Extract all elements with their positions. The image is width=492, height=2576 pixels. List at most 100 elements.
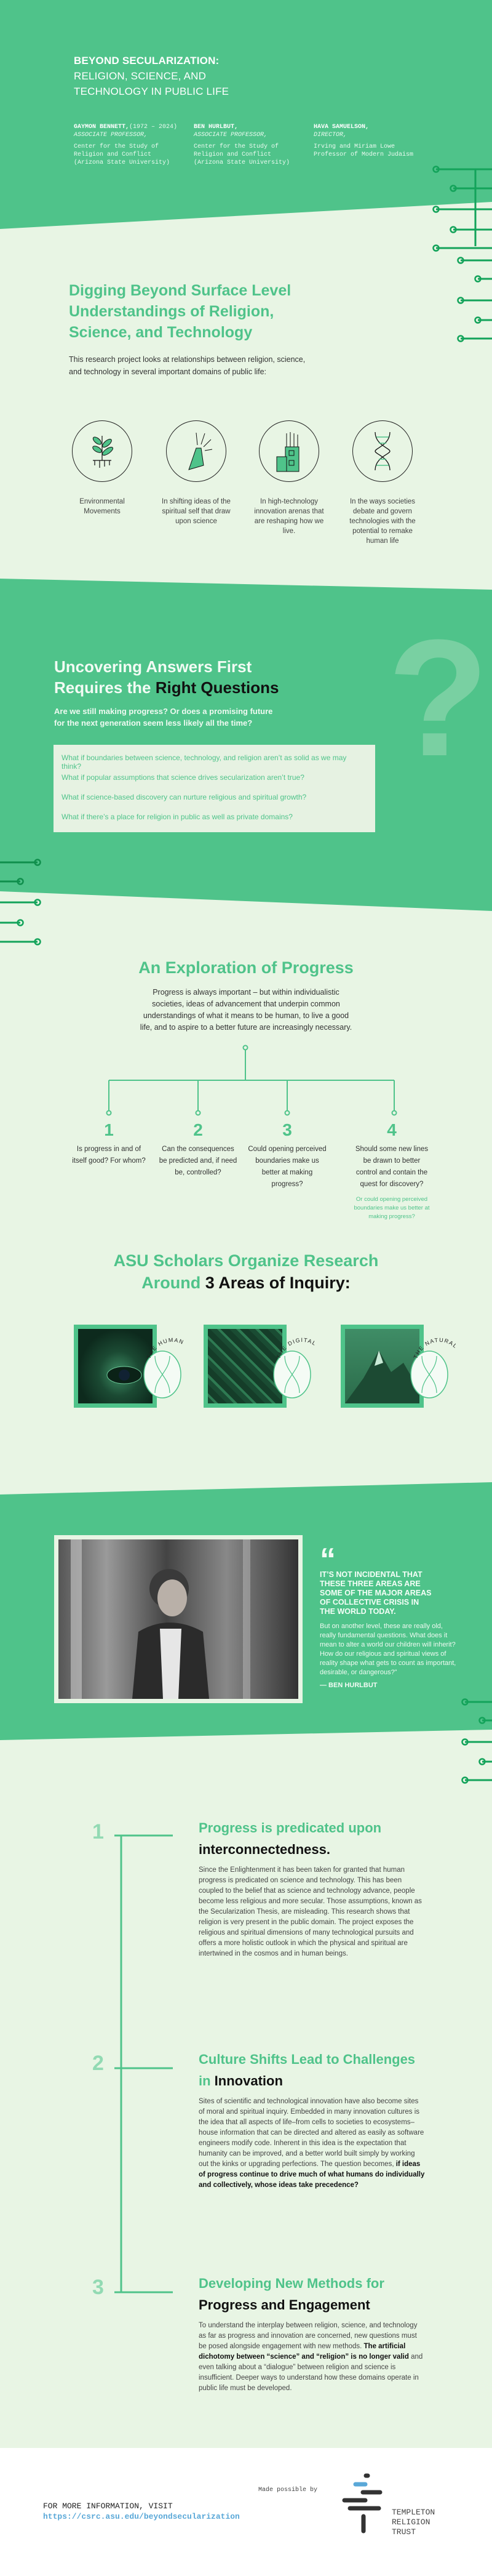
intro-line: This research project looks at relations… (69, 355, 306, 364)
circuit-node (432, 244, 492, 252)
body-emphasis: The artificial dichotomy between “scienc… (199, 2343, 409, 2361)
circuit-node (457, 335, 492, 342)
heading-line: Around (141, 1274, 205, 1292)
domain-item: Environmental Movements (62, 420, 142, 516)
timeline-line (114, 1834, 173, 2293)
circuit-node (478, 1717, 492, 1724)
headline-line: THESE THREE AREAS ARE (320, 1579, 421, 1588)
area-image-human (74, 1325, 157, 1408)
body-text: To understand the interplay between reli… (199, 2322, 418, 2350)
circuit-node (450, 185, 492, 192)
quote-headline: IT’S NOT INCIDENTAL THAT THESE THREE ARE… (320, 1570, 432, 1616)
heading-line: Science, and Technology (69, 324, 253, 341)
questions-subtitle: Are we still making progress? Or does a … (54, 705, 272, 729)
sponsor-line: RELIGION (392, 2518, 430, 2527)
author-role: DIRECTOR, (314, 132, 347, 138)
page-title: BEYOND SECULARIZATION: RELIGION, SCIENCE… (74, 53, 229, 99)
sponsor-line: TRUST (392, 2527, 416, 2537)
author-card: BEN HURLBUT,ASSOCIATE PROFESSOR,Center f… (194, 123, 311, 167)
quote-mark-icon: “ (320, 1542, 336, 1578)
finding-number: 1 (92, 1820, 104, 1844)
circuit-node (0, 859, 41, 866)
title-highlight: interconnectedness. (199, 1842, 330, 1857)
digging-intro: This research project looks at relations… (69, 353, 305, 378)
plant-circuit-icon (72, 420, 132, 482)
area-image-natural (341, 1325, 424, 1408)
author-affiliation: Center for the Study of (194, 143, 279, 150)
finding-section: Progress is predicated upon interconnect… (199, 1817, 426, 1959)
circuit-node (0, 878, 24, 885)
domain-item: In the ways societies debate and govern … (343, 420, 423, 546)
circuit-node (0, 938, 41, 945)
finding-section: Developing New Methods for Progress and … (199, 2273, 426, 2394)
circuit-node (461, 1776, 492, 1784)
finding-body: Since the Enlightenment it has been take… (199, 1865, 426, 1959)
author-name: HAVA SAMUELSON, (314, 124, 370, 130)
circuit-node (0, 899, 41, 906)
author-affiliation: (Arizona State University) (194, 159, 290, 166)
circuit-node (457, 257, 492, 264)
heading-highlight: Right Questions (155, 678, 279, 697)
building-circuit-icon (259, 420, 319, 482)
tree-node (242, 1045, 248, 1051)
question-item: What if popular assumptions that science… (62, 773, 304, 782)
author-role: ASSOCIATE PROFESSOR, (74, 132, 148, 138)
headline-line: THE WORLD TODAY. (320, 1607, 396, 1616)
circuit-node (457, 297, 492, 304)
circuit-node (461, 1738, 492, 1746)
author-dates: (1972 – 2024) (129, 124, 178, 130)
question-number: 3 (282, 1120, 292, 1139)
heading-highlight: 3 Areas of Inquiry: (205, 1274, 351, 1292)
question-number: 2 (193, 1120, 203, 1139)
questions-heading: Uncovering Answers First Requires the Ri… (54, 656, 279, 698)
heading-line: Uncovering Answers First (54, 657, 252, 676)
question-item: What if boundaries between science, tech… (62, 753, 347, 771)
heading-line: Digging Beyond Surface Level (69, 282, 292, 299)
finding-number: 3 (92, 2276, 104, 2299)
progress-heading: An Exploration of Progress (138, 958, 354, 977)
heading-line: ASU Scholars Organize Research (113, 1251, 379, 1270)
subtitle-line: for the next generation seem less likely… (54, 718, 253, 728)
author-affiliation: Irving and Miriam Lowe (314, 143, 395, 150)
domain-item: In shifting ideas of the spiritual self … (156, 420, 236, 526)
question-text: Is progress in and of itself good? For w… (72, 1146, 146, 1165)
subtitle-line: Are we still making progress? Or does a … (54, 707, 273, 716)
finding-title: Culture Shifts Lead to Challenges in Inn… (199, 2048, 426, 2092)
question-text: Could opening perceived boundaries make … (248, 1146, 327, 1188)
title-green: Progress is predicated upon (199, 1820, 382, 1836)
domain-label: In the ways societies debate and govern … (349, 498, 416, 545)
sponsor-line: TEMPLETON (392, 2508, 435, 2517)
body-text: and even talking about a “dialogue” betw… (199, 2353, 423, 2392)
question-item: What if science-based discovery can nurt… (62, 793, 307, 801)
headline-line: IT’S NOT INCIDENTAL THAT (320, 1570, 423, 1579)
portrait-photo (58, 1539, 298, 1699)
question-mark-decoration: ? (387, 606, 489, 791)
question-text: Should some new lines be drawn to better… (355, 1146, 429, 1188)
finding-title: Progress is predicated upon interconnect… (199, 1817, 426, 1860)
heading-line: Understandings of Religion, (69, 303, 274, 320)
questions-box: What if boundaries between science, tech… (54, 745, 375, 832)
domain-label: Environmental Movements (79, 498, 125, 515)
author-role: ASSOCIATE PROFESSOR, (194, 132, 268, 138)
author-affiliation: Center for the Study of (74, 143, 159, 150)
area-badge-icon: THE HUMAN (143, 1337, 184, 1398)
circuit-node (450, 226, 492, 233)
area-image-digital (204, 1325, 287, 1408)
body-text: Since the Enlightenment it has been take… (199, 1866, 422, 1957)
finding-title: Developing New Methods for Progress and … (199, 2273, 426, 2316)
templeton-wordmark: TEMPLETON RELIGION TRUST (392, 2508, 435, 2537)
circuit-node (461, 1698, 492, 1706)
digging-heading: Digging Beyond Surface Level Understandi… (69, 280, 291, 343)
domain-label: In high-technology innovation arenas tha… (254, 498, 324, 535)
title-line: RELIGION, SCIENCE, AND (74, 70, 207, 82)
more-info-link[interactable]: https://csrc.asu.edu/beyondsecularizatio… (43, 2512, 240, 2521)
portrait-frame (54, 1535, 303, 1703)
progress-tree (106, 1045, 397, 1116)
intro-line: and technology in several important doma… (69, 367, 267, 376)
question-number: 4 (387, 1120, 397, 1139)
circuit-node (474, 275, 492, 283)
heading-line: Requires the (54, 678, 156, 697)
body-emphasis: if ideas of progress continue to drive m… (199, 2161, 425, 2189)
areas-heading: ASU Scholars Organize Research Around 3 … (0, 1250, 492, 1294)
